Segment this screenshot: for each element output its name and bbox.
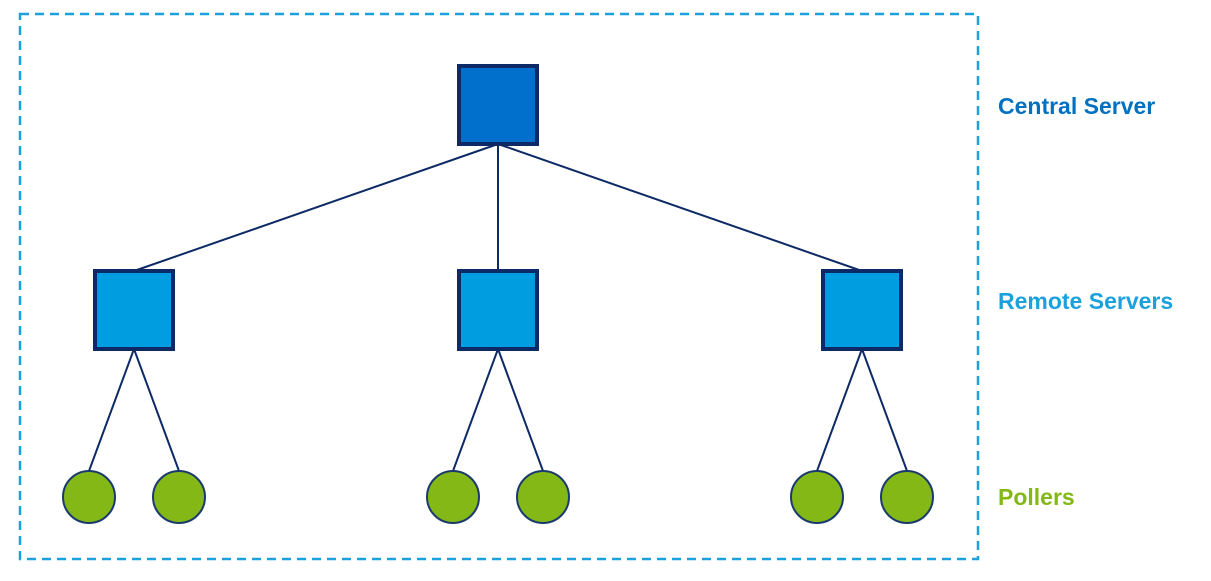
nodes [62, 64, 934, 524]
remote-server-3 [821, 269, 903, 351]
link-remote-server-2-to-poller-2a [452, 348, 499, 472]
link-remote-server-1-to-poller-1a [88, 348, 135, 472]
link-central-to-remote-server-3 [497, 143, 863, 272]
connection-links [88, 143, 908, 472]
pollers-label: Pollers [998, 484, 1075, 510]
link-remote-server-3-to-poller-3b [861, 348, 908, 472]
central-server [457, 64, 539, 146]
link-remote-server-1-to-poller-1b [133, 348, 180, 472]
poller-3a [790, 470, 844, 524]
remote-server-2 [457, 269, 539, 351]
poller-1a [62, 470, 116, 524]
remote-server-1 [93, 269, 175, 351]
link-remote-server-3-to-poller-3a [816, 348, 863, 472]
system-boundary [18, 12, 980, 561]
poller-2b [516, 470, 570, 524]
link-remote-server-2-to-poller-2b [497, 348, 544, 472]
link-central-to-remote-server-1 [133, 143, 499, 272]
poller-1b [152, 470, 206, 524]
remote-servers-label: Remote Servers [998, 288, 1173, 314]
central-server-label: Central Server [998, 93, 1155, 119]
poller-2a [426, 470, 480, 524]
poller-3b [880, 470, 934, 524]
